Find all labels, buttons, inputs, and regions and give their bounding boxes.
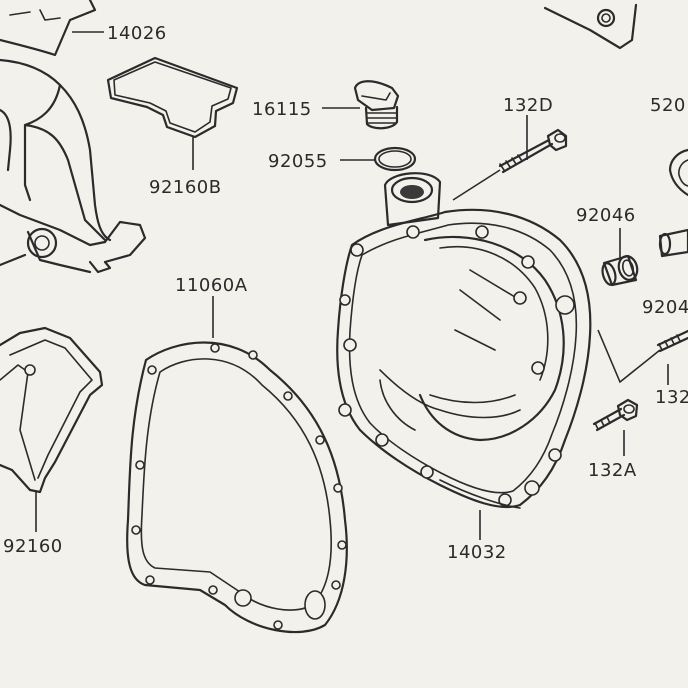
label-520: 520 (650, 95, 686, 116)
part-132-bolt (656, 329, 688, 353)
label-9204: 9204 (642, 297, 688, 318)
part-132D-bolt (498, 128, 568, 174)
part-92160B-gasket (106, 56, 239, 139)
leader-lines (35, 31, 669, 540)
part-labels: 14026 92160B 16115 92055 132D 520 92046 … (3, 23, 688, 563)
label-132: 132 (655, 387, 688, 408)
label-132A: 132A (588, 460, 637, 481)
label-16115: 16115 (252, 99, 312, 120)
label-14026: 14026 (107, 23, 167, 44)
label-14032: 14032 (447, 542, 507, 563)
part-11060A-gasket (126, 341, 348, 634)
part-520-fragment (668, 148, 688, 197)
label-11060A: 11060A (175, 275, 248, 296)
part-14026-housing (0, 0, 147, 274)
label-132D: 132D (503, 95, 553, 116)
part-9204-bushing (658, 228, 688, 258)
part-92046-bushing (601, 254, 639, 287)
part-16115-filler-cap (353, 80, 400, 130)
label-92055: 92055 (268, 151, 328, 172)
part-14032-cover (336, 172, 592, 509)
label-92046: 92046 (576, 205, 636, 226)
part-92055-o-ring (373, 146, 417, 172)
part-top-right-fragment (543, 3, 638, 50)
label-92160B: 92160B (149, 177, 222, 198)
label-92160: 92160 (3, 536, 63, 557)
part-92160-plate (0, 326, 104, 494)
part-132A-bolt (592, 398, 639, 432)
